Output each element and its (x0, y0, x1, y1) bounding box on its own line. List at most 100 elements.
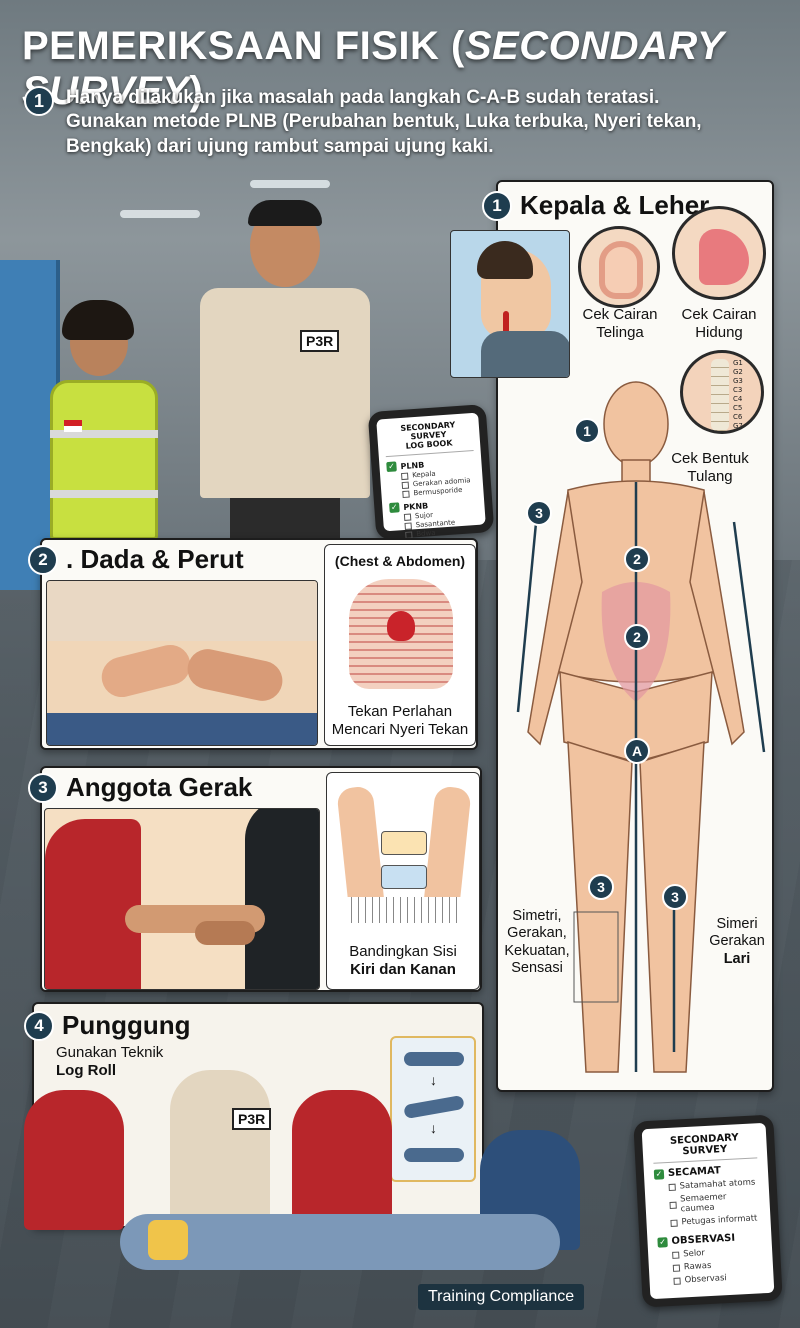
shirt-tag: P3R (300, 330, 340, 352)
hair (477, 241, 533, 279)
panel-heading: 4 Punggung (24, 1010, 191, 1041)
hair (248, 200, 322, 226)
flow-arrow (516, 501, 540, 713)
trainee-woman (50, 300, 160, 540)
flag-icon (64, 420, 82, 432)
cervical-collar (148, 1220, 188, 1260)
step-figure (403, 1094, 465, 1120)
limb-inset: Bandingkan Sisi Kiri dan Kanan (326, 772, 480, 990)
vest-stripe (50, 490, 158, 498)
inset-title: (Chest & Abdomen) (334, 553, 466, 569)
phone-title: SECONDARY SURVEY LOG BOOK (383, 419, 474, 458)
logroll-steps-inset: ↓ ↓ (390, 1036, 476, 1182)
marker-chest: 2 (624, 546, 650, 572)
phone-item: Petugas informatt (670, 1213, 760, 1228)
step-figure (404, 1148, 464, 1162)
red-shirt-person (45, 819, 141, 989)
marker-arm: 3 (526, 500, 552, 526)
shirt-tag: P3R (232, 1108, 272, 1130)
spine-caption: Cek Bentuk Tulang (671, 450, 749, 485)
chest-abdomen-panel: 2 . Dada & Perut (Chest & Abdomen) Tekan… (28, 538, 478, 750)
shoulder (481, 331, 569, 377)
compare-box (381, 831, 427, 855)
spine-zoom-illustration: G1 G2 G3 C3 C4 C5 C6 G7 (680, 350, 764, 434)
head-profile-illustration (450, 230, 570, 378)
hand-icon (183, 645, 287, 705)
spine-labels: G1 G2 G3 C3 C4 C5 C6 G7 (733, 359, 743, 430)
rescuer-beige (170, 1070, 270, 1220)
black-shirt-person (245, 809, 319, 989)
hand-icon (97, 640, 195, 702)
body-head (603, 381, 669, 467)
marker-left-leg: 3 (588, 874, 614, 900)
body-left-leg (567, 740, 633, 1073)
ceiling-light (120, 210, 200, 218)
marker-pelvis: A (624, 738, 650, 764)
flow-arrow (732, 521, 766, 753)
step-figure (404, 1052, 464, 1066)
phone-item: Observasi (673, 1271, 763, 1286)
logroll-caption: Gunakan Teknik Log Roll (56, 1044, 164, 1079)
phone-item: Selor (672, 1245, 762, 1260)
phone-screen: SECONDARY SURVEY ✓SECAMAT Satamahat atom… (641, 1122, 775, 1300)
logbook-phone: SECONDARY SURVEY LOG BOOK ✓PLNB Kepala G… (367, 404, 495, 540)
heart-icon (387, 611, 415, 641)
limb-caption: Bandingkan Sisi Kiri dan Kanan (349, 943, 457, 978)
panel-heading: 3 Anggota Gerak (28, 772, 252, 803)
beige-shirt (200, 288, 370, 498)
limb-panel: 3 Anggota Gerak Bandingkan Sisi Kiri dan… (28, 766, 482, 992)
check-icon: ✓ (389, 502, 400, 513)
arm-check-illustration (44, 808, 320, 990)
body-figure (516, 381, 766, 1073)
check-icon: ✓ (657, 1236, 668, 1248)
vest-stripe (50, 430, 158, 438)
sensation-grid (345, 897, 463, 923)
marker-abdomen: 2 (624, 624, 650, 650)
phone-screen: SECONDARY SURVEY LOG BOOK ✓PLNB Kepala G… (376, 412, 486, 539)
survey-phone: SECONDARY SURVEY ✓SECAMAT Satamahat atom… (633, 1114, 783, 1308)
panel-heading: 2 . Dada & Perut (28, 544, 244, 575)
ear-caption: Cek Cairan Telinga (582, 306, 658, 341)
shirt (47, 581, 317, 641)
intro-number-badge: 1 (24, 86, 54, 116)
safety-vest (50, 380, 158, 540)
ear-icon (599, 241, 643, 299)
nasal-cavity-icon (699, 229, 749, 285)
nose-zoom-illustration (672, 206, 766, 300)
dark-trousers (230, 498, 340, 540)
jeans (47, 713, 317, 745)
step-number-badge: 4 (24, 1010, 54, 1041)
compare-box (381, 865, 427, 889)
check-icon: ✓ (386, 461, 397, 473)
abdomen-palpation-illustration (46, 580, 318, 746)
chest-caption: Tekan Perlahan Mencari Nyeri Tekan (331, 703, 469, 738)
hair (62, 300, 134, 340)
step-number-badge: 3 (28, 772, 58, 803)
phone-item: Rawas (672, 1258, 763, 1273)
training-compliance-badge: Training Compliance (418, 1284, 585, 1310)
step-number-badge: 1 (482, 190, 512, 221)
step-number-badge: 2 (28, 544, 58, 575)
phone-item: Satamahat atoms (668, 1177, 758, 1192)
leg-left-caption: Simetri, Gerakan, Kekuatan, Sensasi (504, 908, 570, 977)
arrow-down-icon: ↓ (430, 1120, 437, 1136)
hand-icon (195, 921, 255, 945)
nose-caption: Cek Cairan Hidung (681, 306, 757, 341)
body-left-arm (527, 491, 583, 746)
phone-title: SECONDARY SURVEY (652, 1131, 758, 1164)
chest-inset: (Chest & Abdomen) Tekan Perlahan Mencari… (324, 544, 476, 746)
trainer-man: P3R (200, 200, 370, 540)
marker-right-leg: 3 (662, 884, 688, 910)
marker-head: 1 (574, 418, 600, 444)
check-icon: ✓ (653, 1168, 665, 1180)
rescuer-red (292, 1090, 392, 1230)
body-grid (573, 911, 619, 1003)
blood-drip (503, 311, 509, 335)
phone-item: Semaemer caumea (669, 1190, 760, 1215)
body-right-arm (689, 491, 745, 746)
arrow-down-icon: ↓ (430, 1072, 437, 1088)
rescuer-red (24, 1090, 124, 1230)
spine-icon (711, 359, 729, 431)
ear-zoom-illustration (578, 226, 660, 308)
intro-text: Hanya dilakukan jika masalah pada langka… (66, 87, 702, 157)
